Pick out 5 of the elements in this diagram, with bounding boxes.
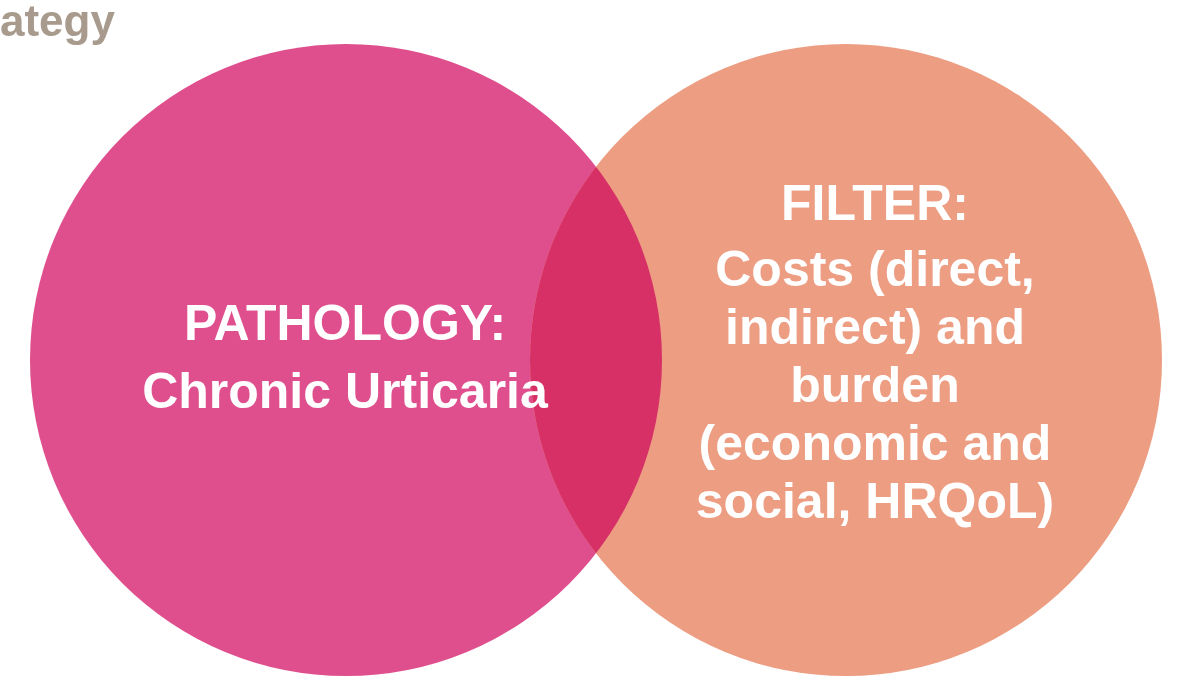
heading: ategy (0, 0, 115, 46)
circle-text: Chronic Urticaria (141, 362, 549, 420)
circle-heading: PATHOLOGY: (182, 294, 508, 352)
circle-heading: FILTER: (780, 174, 970, 232)
circle-text: Costs (direct, indirect) and burden (economic and social, HRQoL) (694, 240, 1056, 530)
